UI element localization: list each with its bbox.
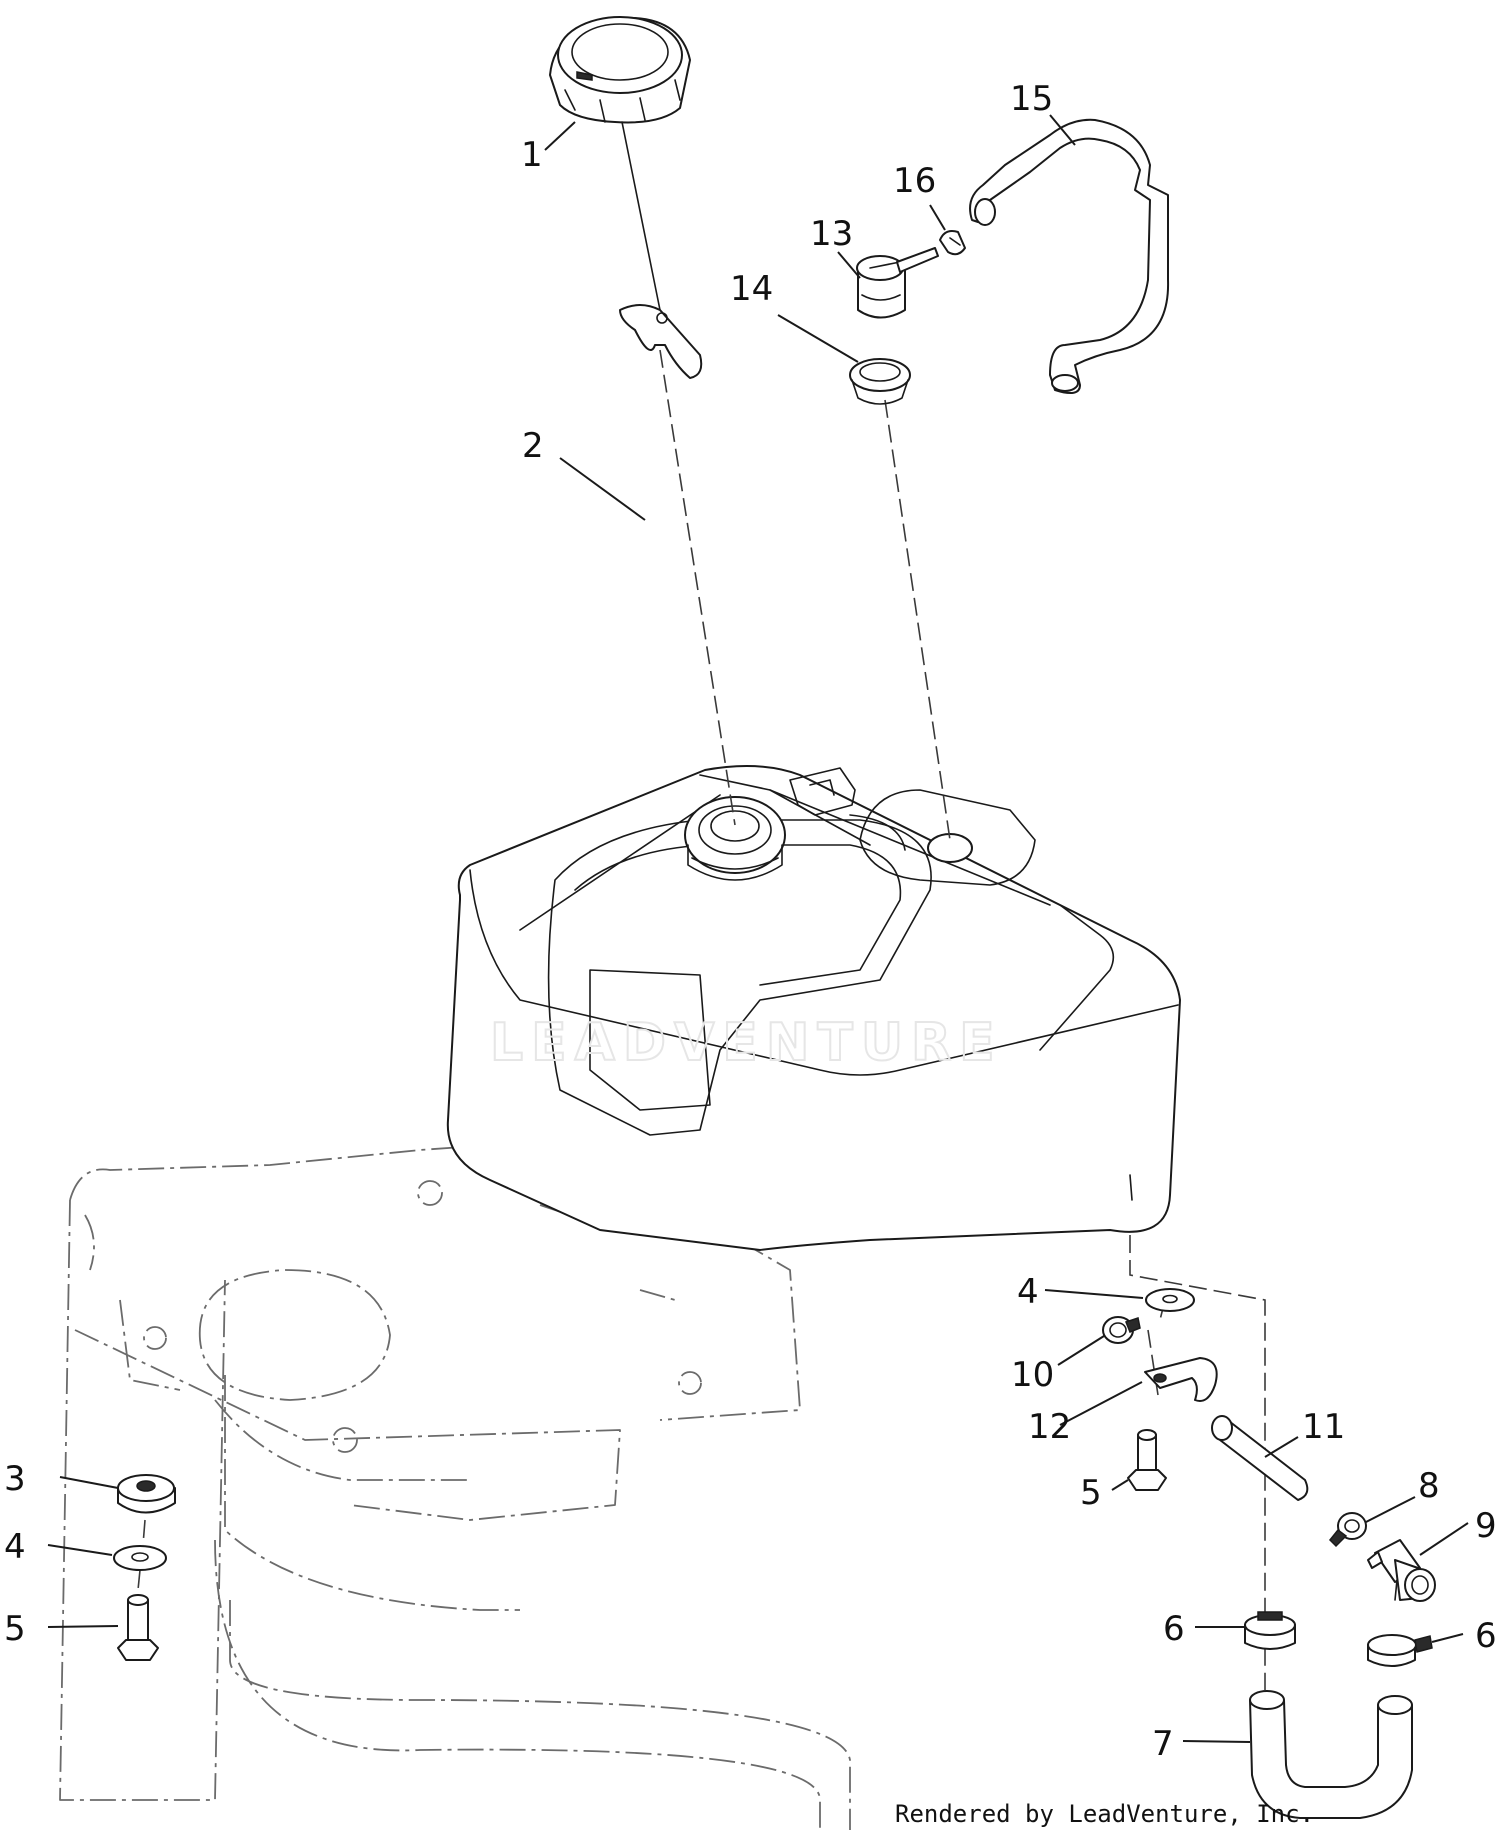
fuel-tank [446,765,1181,1251]
callout-2: 2 [522,426,544,466]
watermark: LEADVENTURE [490,1013,1003,1073]
callout-6-left: 6 [1163,1609,1185,1649]
hose-clamp-6-right [1367,1634,1433,1667]
callout-6-right: 6 [1475,1616,1497,1656]
callout-3: 3 [4,1459,26,1499]
callout-14: 14 [730,269,773,309]
callout-7: 7 [1152,1724,1174,1764]
washer-left [113,1545,167,1571]
callout-labels: 1 2 13 14 15 16 3 4 5 4 10 12 5 11 8 9 6… [4,79,1497,1764]
callout-11: 11 [1302,1407,1345,1447]
bolt-left [117,1594,159,1661]
u-hose [1249,1690,1413,1819]
callout-12: 12 [1028,1407,1071,1447]
callout-9: 9 [1475,1506,1497,1546]
p-clip [1144,1357,1218,1402]
callout-15: 15 [1010,79,1053,119]
callout-13: 13 [810,214,853,254]
grommet [849,358,911,405]
hose-clamp-16 [939,230,966,256]
fuel-line-11 [1211,1415,1309,1501]
washer-right [1145,1288,1195,1312]
hose-clamp-8 [1328,1512,1367,1548]
callout-1: 1 [521,135,543,175]
hose-clamp-10 [1102,1316,1141,1344]
callout-4-right: 4 [1017,1272,1039,1312]
callout-16: 16 [893,161,936,201]
callout-5-right: 5 [1080,1473,1102,1513]
bolt-right [1127,1429,1167,1491]
vent-valve [856,247,939,319]
vent-hose [969,118,1170,395]
hose-clamp-6-left [1244,1611,1296,1650]
fuel-shutoff-valve [1367,1539,1436,1602]
callout-4-left: 4 [4,1527,26,1567]
callout-8: 8 [1418,1466,1440,1506]
leader-lines [47,114,1469,1743]
callout-10: 10 [1011,1355,1054,1395]
fuel-cap [549,16,703,379]
callout-5-left: 5 [4,1609,26,1649]
chassis-frame-ghost [59,1139,851,1830]
render-credit: Rendered by LeadVenture, Inc. [895,1800,1314,1828]
spacer-left [117,1474,176,1514]
